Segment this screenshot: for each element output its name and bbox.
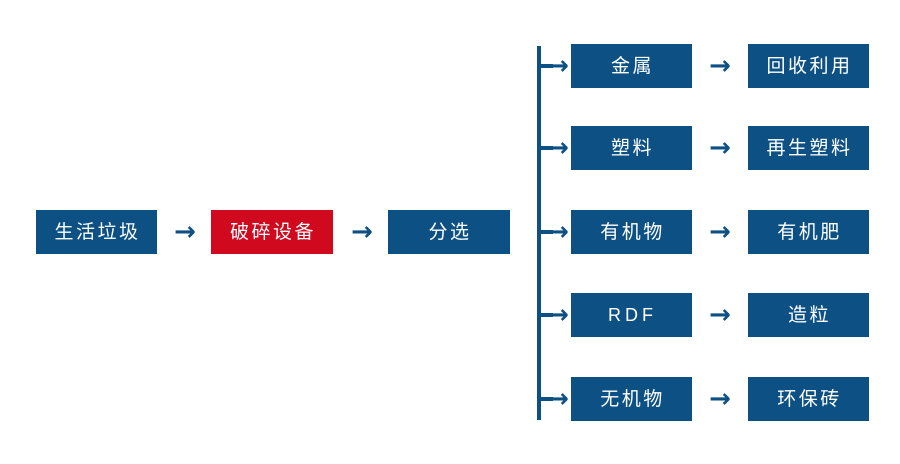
branch-stub-4 (537, 313, 553, 317)
node-material-plastic[interactable]: 塑料 (571, 126, 692, 170)
node-label: 分选 (428, 221, 472, 243)
branch-stub-3 (537, 230, 553, 234)
arrow-right-icon-branch-3: → (545, 218, 571, 246)
arrow-glyph-char: → (351, 217, 373, 247)
arrow-right-icon-input-to-crusher: → (167, 218, 203, 246)
branch-stub-5 (537, 397, 553, 401)
node-label: 无机物 (600, 388, 665, 410)
node-label: RDF (608, 305, 657, 325)
arrow-glyph-char: → (709, 133, 731, 163)
arrow-glyph-char: → (547, 300, 569, 330)
node-label: 回收利用 (766, 55, 853, 77)
branch-stub-1 (537, 64, 553, 68)
branch-stub-2 (537, 146, 553, 150)
arrow-glyph-char: → (547, 51, 569, 81)
node-product-pelletizing[interactable]: 造粒 (748, 293, 869, 337)
node-product-organic-fertilizer[interactable]: 有机肥 (748, 210, 869, 254)
arrow-glyph-char: → (547, 217, 569, 247)
node-label: 有机肥 (777, 221, 842, 243)
arrow-right-icon-branch-2: → (545, 134, 571, 162)
arrow-glyph-char: → (709, 384, 731, 414)
arrow-glyph-char: → (709, 300, 731, 330)
node-product-eco-brick[interactable]: 环保砖 (748, 377, 869, 421)
arrow-glyph-char: → (547, 133, 569, 163)
arrow-right-icon-branch-1: → (545, 52, 571, 80)
arrow-right-icon-branch-4: → (545, 301, 571, 329)
arrow-glyph-char: → (547, 384, 569, 414)
node-label: 再生塑料 (766, 137, 853, 159)
node-label: 金属 (610, 55, 654, 77)
node-label: 环保砖 (777, 388, 842, 410)
arrow-glyph-char: → (709, 217, 731, 247)
node-material-rdf[interactable]: RDF (571, 293, 692, 337)
node-label: 有机物 (600, 221, 665, 243)
arrow-right-icon-branch-5: → (545, 385, 571, 413)
node-material-metal[interactable]: 金属 (571, 44, 692, 88)
node-material-inorganic[interactable]: 无机物 (571, 377, 692, 421)
arrow-right-icon-rdf-to-pelletizing: → (702, 301, 738, 329)
node-input-waste[interactable]: 生活垃圾 (36, 210, 157, 254)
node-crushing-equipment[interactable]: 破碎设备 (211, 210, 333, 254)
node-sorting[interactable]: 分选 (388, 210, 510, 254)
node-label: 塑料 (610, 137, 654, 159)
arrow-right-icon-organic-to-fertilizer: → (702, 218, 738, 246)
node-material-organic[interactable]: 有机物 (571, 210, 692, 254)
arrow-right-icon-plastic-to-recycled-plastic: → (702, 134, 738, 162)
arrow-glyph-char: → (709, 51, 731, 81)
arrow-right-icon-crusher-to-sorting: → (344, 218, 380, 246)
node-label: 造粒 (787, 304, 831, 326)
arrow-right-icon-metal-to-recycle: → (702, 52, 738, 80)
node-product-recycling[interactable]: 回收利用 (748, 44, 869, 88)
arrow-right-icon-inorganic-to-ecobrick: → (702, 385, 738, 413)
node-label: 破碎设备 (229, 221, 316, 243)
node-product-recycled-plastic[interactable]: 再生塑料 (748, 126, 869, 170)
node-label: 生活垃圾 (54, 221, 141, 243)
arrow-glyph-char: → (174, 217, 196, 247)
